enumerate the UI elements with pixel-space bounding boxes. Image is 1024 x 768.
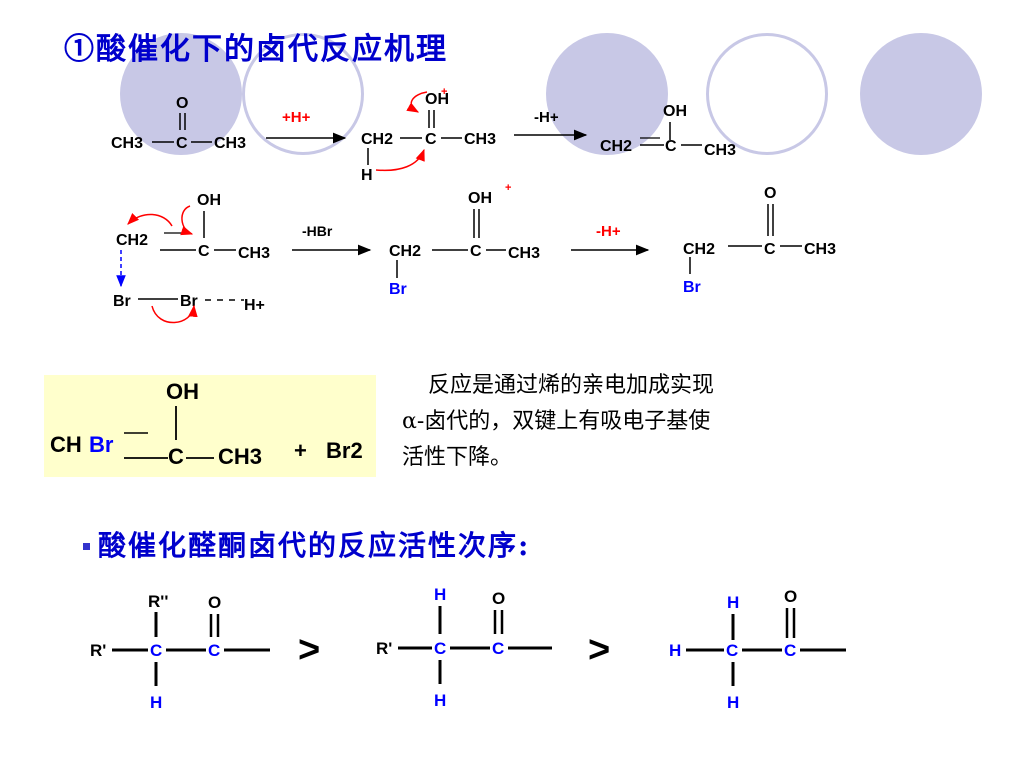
order-structure-2: H R' C C O H (376, 585, 552, 710)
explanation-text: 反应是通过烯的亲电加成实现 α-卤代的，双键上有吸电子基使 活性下降。 (402, 368, 882, 476)
bullet-icon (83, 543, 90, 550)
protonated-ketone-structure: OH CH2 C CH3 H (361, 91, 496, 184)
reagent-proton-loss: -H+ (534, 109, 559, 126)
proton: H+ (244, 297, 265, 314)
substituent-top: H (434, 585, 446, 604)
plus-sign: + (294, 438, 307, 463)
acetone-structure: O CH3 C CH3 (111, 95, 246, 152)
bromine-molecule: Br2 (326, 438, 363, 463)
explanation-line-3: 活性下降。 (402, 445, 513, 470)
alpha-hydrogen: H (361, 167, 373, 184)
atom-hydroxyl: OH (166, 379, 199, 404)
substituent-left: H (669, 641, 681, 660)
atom-hydroxyl: OH (468, 190, 492, 207)
atom-oxygen: O (492, 589, 505, 608)
substituent-left: R' (90, 641, 106, 660)
curved-arrow-red (127, 212, 173, 227)
methylene-group: CH2 (683, 241, 715, 258)
methyl-group: CH3 (464, 131, 496, 148)
atom-carbon: C (470, 243, 482, 260)
substituent-bottom: H (150, 693, 162, 712)
explanation-line-2: α-卤代的，双键上有吸电子基使 (402, 409, 711, 434)
atom-carbon: C (665, 138, 677, 155)
methyl-group-right: CH3 (214, 135, 246, 152)
bromo-oxonium-structure: OH CH2 C CH3 Br (389, 190, 540, 298)
atom-oxygen: O (784, 587, 797, 606)
atom-carbon: C (198, 243, 210, 260)
greater-than-sign: > (588, 629, 610, 671)
methyl-group: CH3 (508, 245, 540, 262)
atom-alpha-carbon: C (726, 641, 738, 660)
explanation-line-1: 反应是通过烯的亲电加成实现 (428, 373, 715, 398)
bromoacetone-structure: O CH2 C CH3 Br (683, 185, 836, 296)
bromine-atom: Br (180, 293, 198, 310)
atom-carbonyl-carbon: C (784, 641, 796, 660)
slide-title: ①酸催化下的卤代反应机理 (64, 32, 448, 67)
greater-than-sign: > (298, 629, 320, 671)
methylene-group: CH2 (389, 243, 421, 260)
methyl-group: CH3 (804, 241, 836, 258)
atom-oxygen: O (208, 593, 221, 612)
bromine-attack-structure: OH CH2 C CH3 Br Br H+ (113, 192, 270, 314)
methylene-group: CH2 (600, 138, 632, 155)
order-structure-3: H H C C O H (669, 587, 846, 712)
atom-oxygen: O (764, 185, 776, 202)
decor-circle-2 (242, 33, 364, 155)
reagent-proton-add: +H+ (282, 109, 311, 126)
atom-carbonyl-carbon: C (176, 135, 188, 152)
methyl-group: CH3 (218, 444, 262, 469)
atom-carbonyl-carbon: C (492, 639, 504, 658)
atom-carbon: C (764, 241, 776, 258)
bromine-atom: Br (389, 281, 407, 298)
methyl-group: CH3 (238, 245, 270, 262)
bromine-atom: Br (683, 279, 701, 296)
substituent-bottom: H (434, 691, 446, 710)
atom-hydroxyl: OH (425, 91, 449, 108)
chbr-halogen: Br (89, 432, 114, 457)
curved-arrow-red (180, 205, 194, 236)
reagent-proton-loss: -H+ (596, 223, 621, 240)
curved-arrow-red (375, 148, 425, 172)
decor-circle-5 (860, 33, 982, 155)
substituent-top: R'' (148, 592, 168, 611)
atom-carbonyl-carbon: C (208, 641, 220, 660)
atom-carbon: C (168, 444, 184, 469)
atom-alpha-carbon: C (434, 639, 446, 658)
substituent-left: R' (376, 639, 392, 658)
decor-circle-1 (120, 33, 242, 155)
chbr-prefix: CH (50, 432, 82, 457)
substituent-top: H (727, 593, 739, 612)
decor-circle-4 (706, 33, 828, 155)
substituent-bottom: H (727, 693, 739, 712)
methylene-group: CH2 (361, 131, 393, 148)
highlight-box (44, 375, 376, 477)
curved-arrow-red (406, 91, 428, 113)
methyl-group: CH3 (704, 142, 736, 159)
atom-alpha-carbon: C (150, 641, 162, 660)
atom-carbon: C (425, 131, 437, 148)
atom-hydroxyl: OH (663, 103, 687, 120)
atom-hydroxyl: OH (197, 192, 221, 209)
bromo-enol-structure: OH CH Br C CH3 + Br2 (50, 379, 363, 469)
order-structure-1: R'' R' C C O H (90, 592, 270, 712)
curved-arrow-red (151, 304, 198, 324)
enol-structure: OH CH2 C CH3 (600, 103, 736, 159)
methylene-group: CH2 (116, 232, 148, 249)
reagent-hbr-loss: -HBr (302, 223, 333, 239)
reactivity-order-heading: 酸催化醛酮卤代的反应活性次序: (98, 529, 531, 562)
atom-oxygen: O (176, 95, 188, 112)
methyl-group-left: CH3 (111, 135, 143, 152)
bromine-atom: Br (113, 293, 131, 310)
